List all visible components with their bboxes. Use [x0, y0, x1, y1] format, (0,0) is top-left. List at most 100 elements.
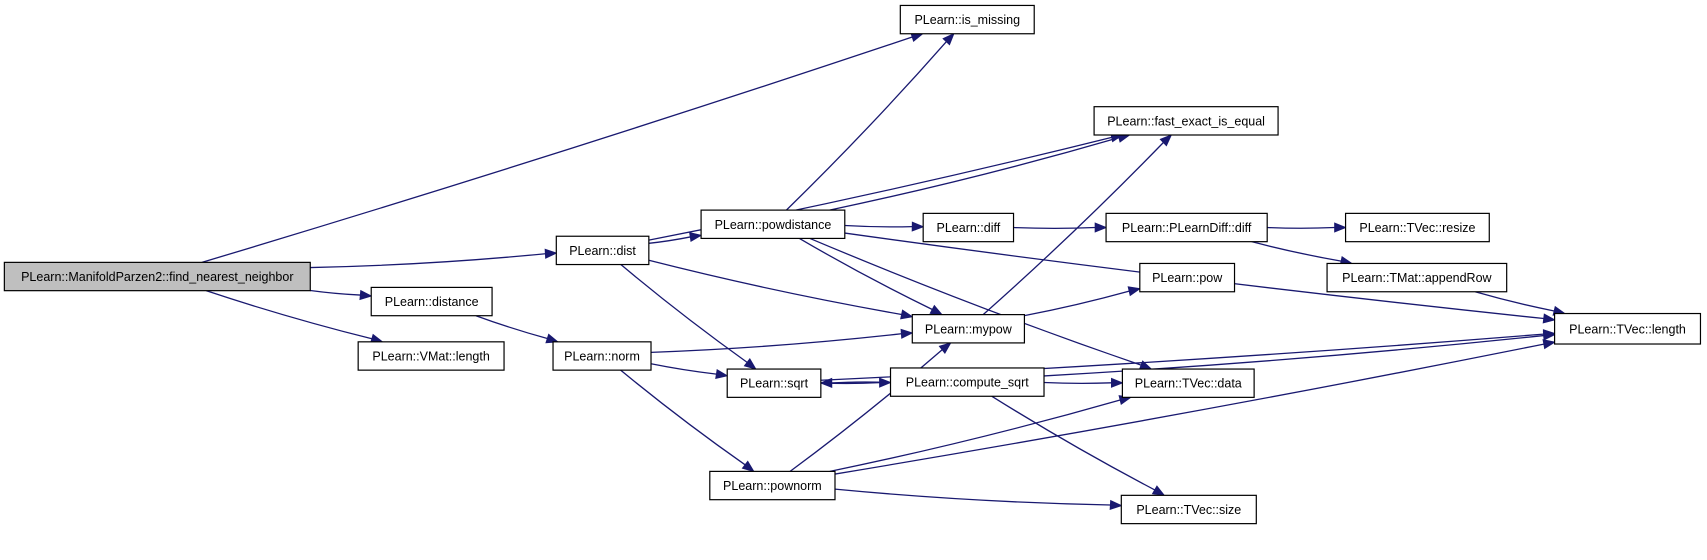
edge-line [620, 264, 748, 363]
arrowhead-icon [545, 333, 560, 344]
node-powdistance[interactable]: PLearn::powdistance [700, 209, 846, 240]
node-compute_sqrt[interactable]: PLearn::compute_sqrt [889, 367, 1045, 397]
node-label: PLearn::TVec::size [1136, 503, 1241, 517]
node-root[interactable]: PLearn::ManifoldParzen2::find_nearest_ne… [3, 261, 311, 292]
node-is_missing[interactable]: PLearn::is_missing [899, 4, 1035, 35]
node-diff[interactable]: PLearn::diff [922, 212, 1015, 243]
node-box [1139, 262, 1236, 293]
node-label: PLearn::PLearnDiff::diff [1122, 221, 1252, 235]
edge-line [648, 236, 691, 244]
node-label: PLearn::distance [385, 295, 479, 309]
edge-plearndiff-to-resize [1267, 222, 1347, 233]
arrowhead-icon [911, 221, 925, 232]
node-label: PLearn::TVec::length [1569, 322, 1686, 336]
node-box [726, 368, 822, 398]
edge-line [310, 289, 361, 296]
arrowhead-icon [1542, 313, 1556, 324]
edge-pownorm-to-tvec_data [829, 395, 1133, 473]
node-dist[interactable]: PLearn::dist [555, 235, 650, 266]
edge-line [648, 259, 902, 316]
edge-compute_sqrt-to-sqrt [819, 377, 891, 388]
arrowhead-icon [1094, 222, 1108, 233]
edge-appendRow-to-tvec_length [1474, 291, 1567, 316]
node-box [370, 286, 493, 317]
nodes-layer: PLearn::ManifoldParzen2::find_nearest_ne… [3, 4, 1702, 525]
edge-plearndiff-to-appendRow [1251, 241, 1354, 267]
edge-line [1043, 381, 1112, 385]
arrowhead-icon [1110, 377, 1124, 388]
node-tvec_length[interactable]: PLearn::TVec::length [1553, 312, 1702, 345]
arrowhead-icon [1151, 485, 1166, 497]
edge-line [1474, 291, 1555, 312]
arrowhead-icon [743, 358, 757, 370]
edge-line [1043, 334, 1544, 377]
node-box [1105, 212, 1268, 243]
edge-line [1013, 226, 1096, 230]
edge-line [785, 41, 947, 211]
edge-root-to-dist [310, 248, 558, 269]
node-box [1093, 106, 1279, 136]
edge-pownorm-to-mypow [789, 342, 952, 472]
node-tvec_size[interactable]: PLearn::TVec::size [1120, 494, 1257, 525]
node-label: PLearn::norm [564, 349, 640, 363]
node-sqrt[interactable]: PLearn::sqrt [726, 368, 822, 398]
node-vmat_length[interactable]: PLearn::VMat::length [357, 341, 505, 371]
node-label: PLearn::fast_exact_is_equal [1107, 114, 1265, 128]
edge-powdistance-to-tvec_data [809, 237, 1153, 370]
node-box [1120, 494, 1257, 525]
arrowhead-icon [929, 304, 944, 316]
arrowhead-icon [900, 309, 914, 320]
edge-mypow-to-pow [1024, 286, 1142, 317]
edge-line [991, 395, 1156, 491]
node-label: PLearn::TMat::appendRow [1342, 271, 1492, 285]
node-label: PLearn::VMat::length [372, 349, 489, 363]
node-mypow[interactable]: PLearn::mypow [911, 314, 1026, 344]
node-appendRow[interactable]: PLearn::TMat::appendRow [1326, 262, 1508, 293]
arrowhead-icon [938, 342, 952, 355]
edge-dist-to-powdistance [648, 231, 703, 244]
edge-line [310, 253, 546, 269]
node-box [3, 261, 311, 292]
edge-compute_sqrt-to-tvec_size [991, 395, 1166, 497]
edge-line [799, 237, 933, 311]
edge-norm-to-sqrt [650, 363, 729, 380]
node-tvec_data[interactable]: PLearn::TVec::data [1121, 368, 1255, 398]
node-plearndiff[interactable]: PLearn::PLearnDiff::diff [1105, 212, 1268, 243]
node-label: PLearn::powdistance [715, 218, 832, 232]
edge-line [834, 488, 1111, 506]
node-fast_exact_is_equal[interactable]: PLearn::fast_exact_is_equal [1093, 106, 1279, 136]
node-box [552, 341, 652, 371]
node-resize[interactable]: PLearn::TVec::resize [1344, 212, 1490, 243]
node-label: PLearn::TVec::data [1135, 377, 1242, 391]
node-label: PLearn::dist [569, 244, 636, 258]
edge-line [809, 237, 1142, 366]
edge-line [205, 290, 373, 340]
node-norm[interactable]: PLearn::norm [552, 341, 652, 371]
edge-line [620, 369, 746, 466]
edge-root-to-vmat_length [205, 290, 384, 344]
arrowhead-icon [1542, 330, 1556, 341]
node-box [1344, 212, 1490, 243]
edge-line [475, 315, 548, 340]
arrowhead-icon [1159, 134, 1173, 147]
node-label: PLearn::is_missing [914, 13, 1020, 27]
edge-line [789, 349, 943, 472]
arrowhead-icon [1334, 222, 1347, 233]
edge-root-to-distance [310, 289, 373, 301]
edge-norm-to-pownorm [620, 369, 755, 473]
arrowhead-icon [1542, 339, 1556, 350]
edge-line [829, 399, 1121, 473]
arrowhead-icon [942, 32, 955, 46]
node-pow[interactable]: PLearn::pow [1139, 262, 1236, 293]
edge-line [1251, 241, 1342, 262]
node-distance[interactable]: PLearn::distance [370, 286, 493, 317]
node-pownorm[interactable]: PLearn::pownorm [709, 470, 836, 501]
edge-compute_sqrt-to-tvec_data [1043, 377, 1124, 388]
edge-line [982, 142, 1164, 316]
node-label: PLearn::diff [937, 221, 1001, 235]
arrowhead-icon [715, 368, 729, 380]
edge-mypow-to-fast_exact_is_equal [982, 134, 1173, 316]
edge-powdistance-to-is_missing [785, 32, 955, 211]
edge-line [829, 137, 1120, 211]
